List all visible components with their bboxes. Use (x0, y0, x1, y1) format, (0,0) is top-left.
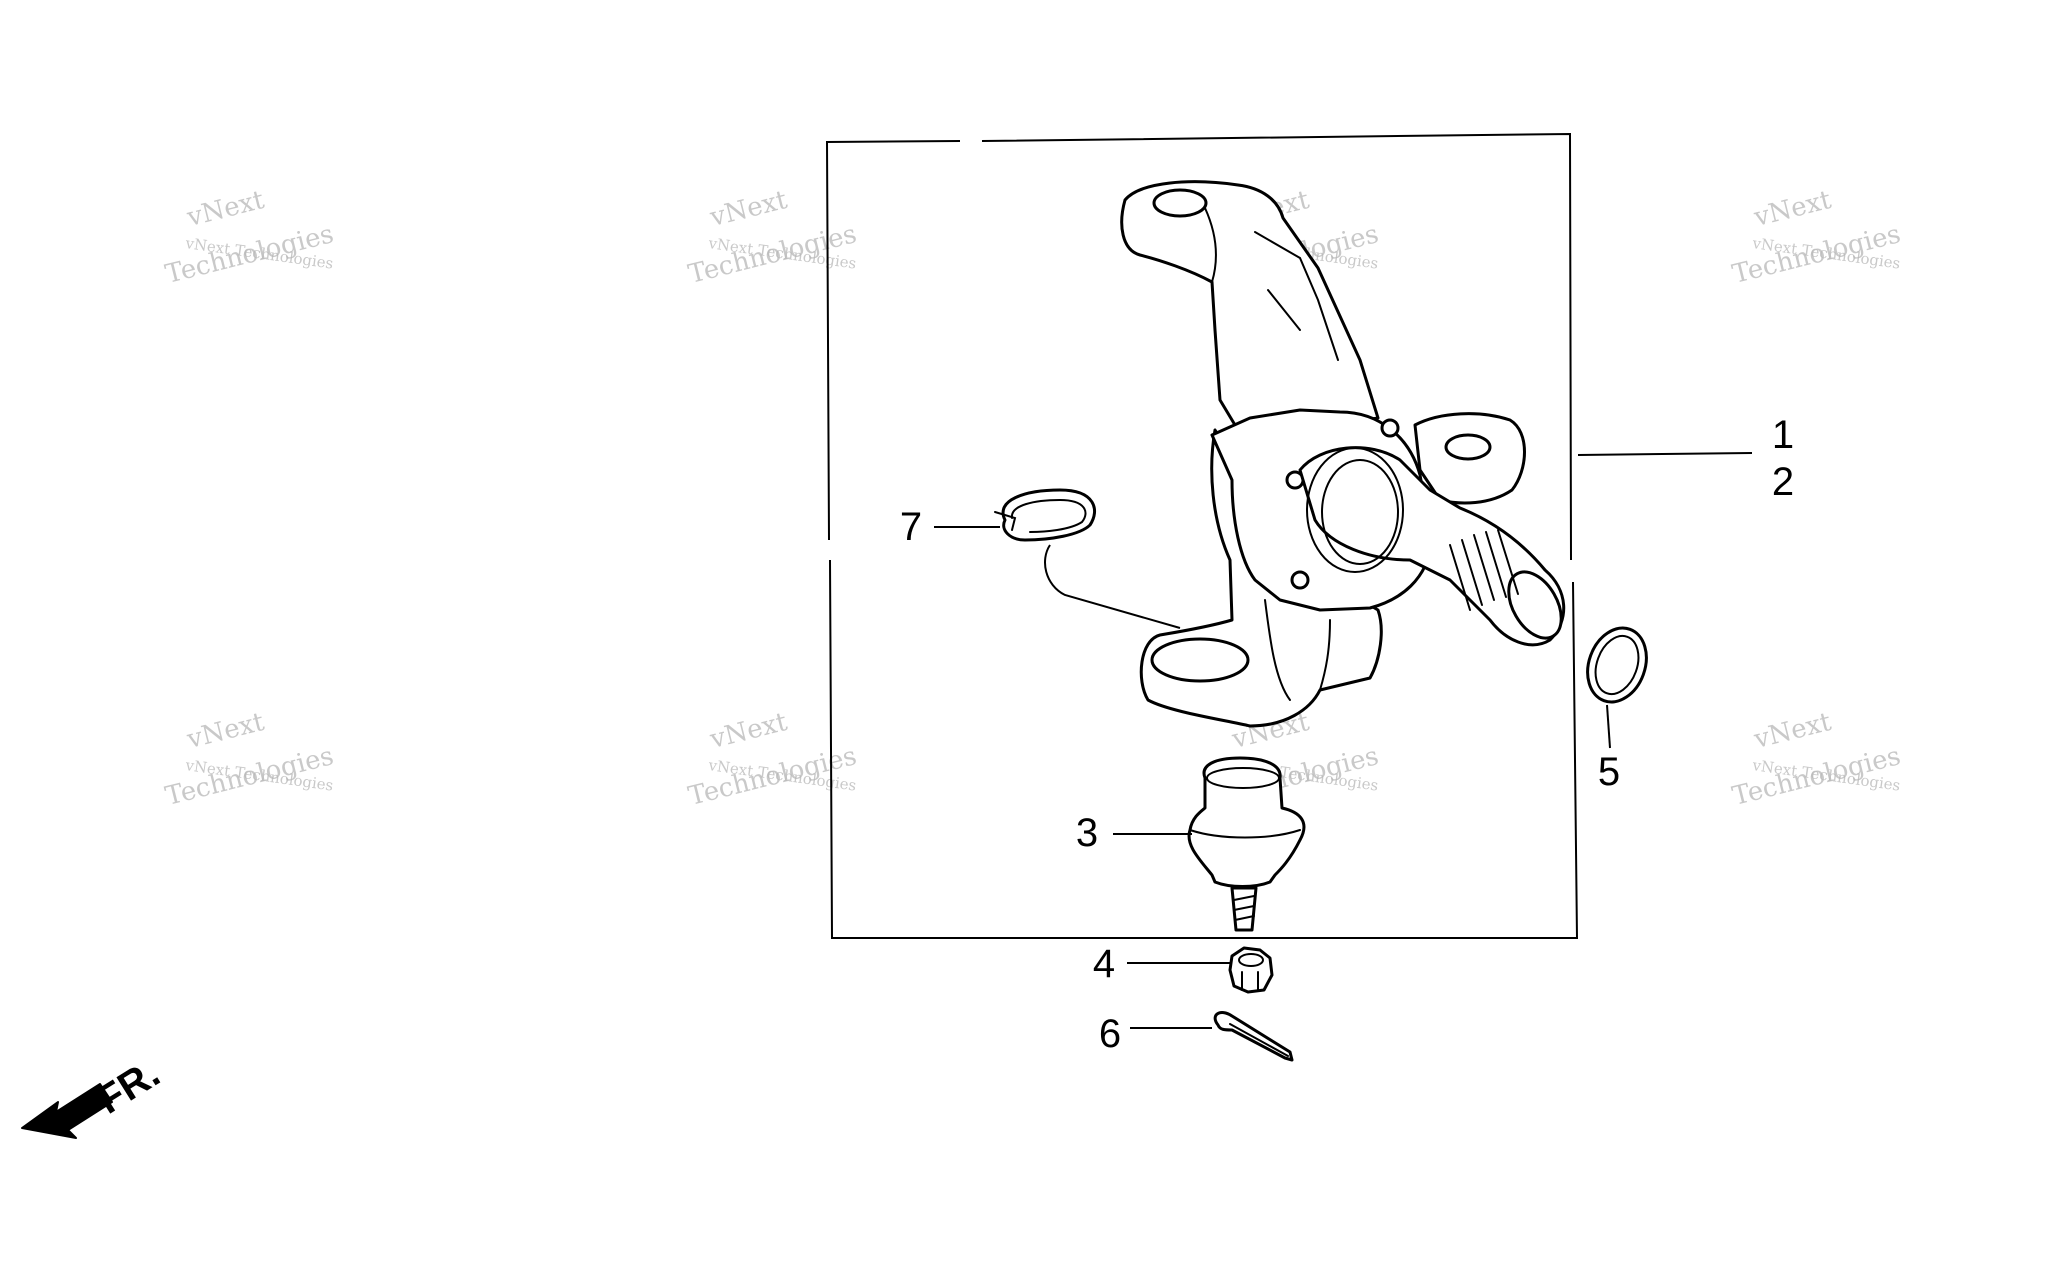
callout-7: 7 (900, 505, 922, 549)
callout-6: 6 (1099, 1012, 1121, 1056)
cotter-pin (1213, 1011, 1294, 1062)
o-ring (1586, 626, 1648, 704)
callout-2: 2 (1772, 460, 1794, 504)
callout-4: 4 (1093, 942, 1115, 986)
front-arrow-icon (21, 1083, 113, 1139)
watermark-8-brand: vNext (1750, 707, 1834, 755)
watermark-2-company: Technologies (685, 219, 859, 290)
callout-3: 3 (1076, 811, 1098, 855)
steering-knuckle (1120, 180, 1566, 728)
watermark-2-brand: vNext (706, 185, 790, 233)
front-label: FR. (89, 1051, 167, 1122)
castle-nut (1228, 946, 1274, 994)
callout-5: 5 (1598, 750, 1620, 794)
leader-lines (934, 452, 1753, 1029)
front-direction-indicator: FR. (21, 1051, 167, 1139)
watermark-6-company: Technologies (685, 741, 859, 812)
watermark-4-company: Technologies (1729, 219, 1903, 290)
watermark-5-company: Technologies (162, 741, 336, 812)
watermark-6-brand: vNext (706, 707, 790, 755)
ball-joint (1187, 756, 1306, 932)
leader-1-2 (1577, 452, 1753, 456)
watermark-1-company: Technologies (162, 219, 336, 290)
leader-5 (1606, 704, 1611, 749)
snap-ring (994, 488, 1181, 629)
assembly-box (825, 132, 1579, 939)
watermark-5-brand: vNext (183, 707, 267, 755)
callout-1: 1 (1772, 413, 1794, 457)
watermark-1-brand: vNext (183, 185, 267, 233)
watermark-8: vNext vNext Technologies Technologies (1729, 707, 1903, 812)
watermark-1: vNext vNext Technologies Technologies (162, 185, 336, 290)
watermark-4: vNext vNext Technologies Technologies (1729, 185, 1903, 290)
watermark-2: vNext vNext Technologies Technologies (685, 185, 859, 290)
watermark-5: vNext vNext Technologies Technologies (162, 707, 336, 812)
watermark-4-brand: vNext (1750, 185, 1834, 233)
watermark-6: vNext vNext Technologies Technologies (685, 707, 859, 812)
watermark-8-company: Technologies (1729, 741, 1903, 812)
